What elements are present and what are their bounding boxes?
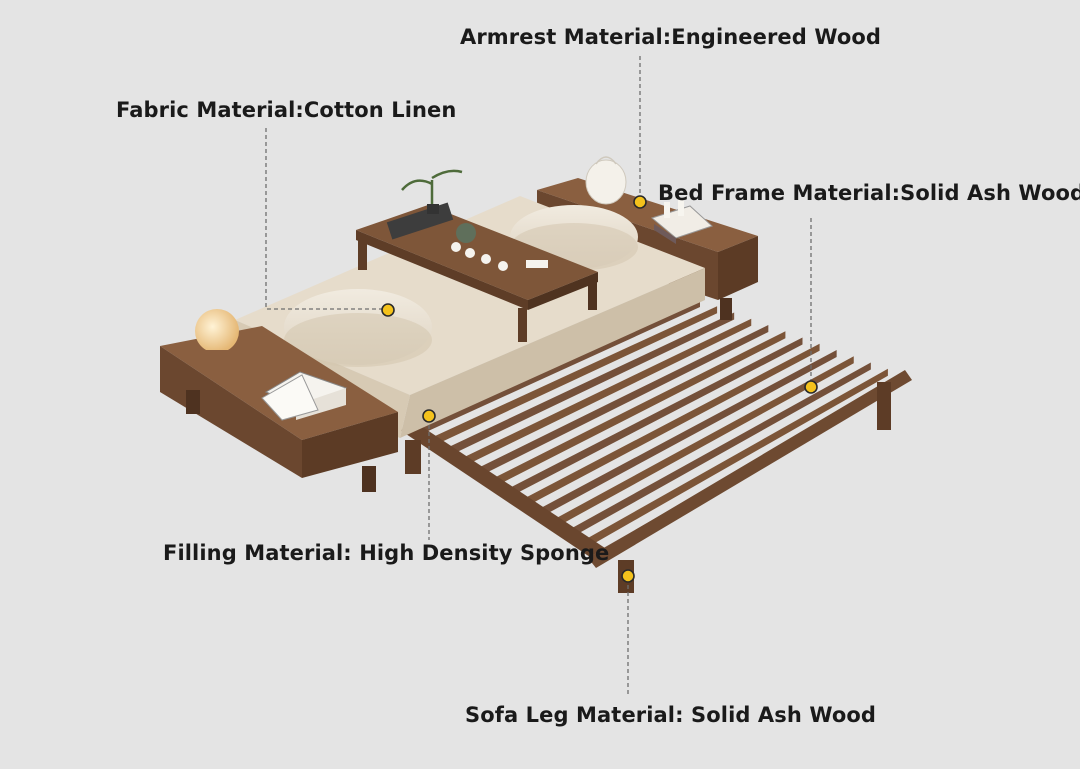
front-frame-rail: [588, 370, 912, 568]
frame-slat: [476, 325, 769, 478]
marker-fabric: [381, 303, 395, 317]
frame-slat: [538, 350, 837, 519]
tea-table: [356, 169, 598, 342]
callout-leaders: [265, 56, 818, 695]
fabric-material-label: Fabric Material:Cotton Linen: [116, 98, 457, 122]
bed-frame-material-label: Bed Frame Material:Solid Ash Wood: [658, 181, 1080, 205]
frame-leg-right: [877, 382, 891, 430]
marker-leg: [621, 569, 635, 583]
marker-filling: [422, 409, 436, 423]
filling-material-label: Filling Material: High Density Sponge: [163, 541, 610, 565]
frame-slat: [584, 368, 888, 549]
frame-slat: [445, 312, 735, 458]
left-armrest: [160, 309, 398, 492]
vase-and-books: [585, 156, 713, 244]
slatted-pullout-frame: [400, 300, 912, 593]
frame-slat: [553, 356, 854, 529]
frame-slat: [507, 337, 803, 498]
left-frame-rail: [400, 422, 605, 557]
marker-armrest: [633, 195, 647, 209]
frame-leg-left: [405, 440, 421, 474]
sofa-leg-material-label: Sofa Leg Material: Solid Ash Wood: [465, 703, 877, 727]
frame-slat: [461, 318, 752, 468]
book-stack: [261, 371, 348, 421]
frame-slat: [492, 331, 786, 488]
marker-frame: [804, 380, 818, 394]
frame-slat: [522, 343, 820, 509]
armrest-material-label: Armrest Material:Engineered Wood: [460, 25, 882, 49]
leader-fabric: [265, 128, 385, 310]
frame-slat: [430, 306, 718, 448]
frame-slat: [569, 362, 871, 539]
